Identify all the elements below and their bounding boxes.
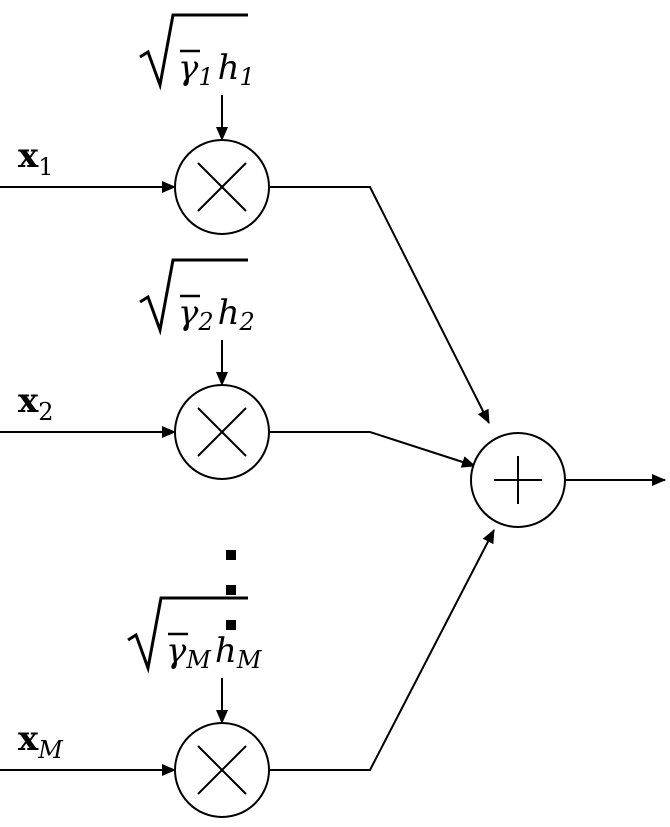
input-label-2: x2 — [18, 381, 54, 426]
multiply-icon — [197, 162, 247, 212]
sqrt-sign-3 — [127, 596, 248, 674]
multiply-icon — [197, 745, 247, 795]
ellipsis-dot — [226, 620, 236, 630]
branch-output-line-3 — [269, 529, 495, 771]
input-label-1: x1 — [18, 136, 54, 181]
multiplier-node-2 — [174, 384, 270, 480]
input-label-3: xM — [18, 719, 64, 764]
ellipsis-dot — [226, 550, 236, 560]
plus-icon — [494, 456, 542, 504]
branch-output-line-2 — [269, 431, 476, 468]
multiplier-node-1 — [174, 139, 270, 235]
ellipsis-dot — [226, 585, 236, 595]
multiply-icon — [197, 407, 247, 457]
sqrt-sign-2 — [139, 258, 248, 336]
summation-node — [470, 432, 566, 528]
multiplier-node-3 — [174, 722, 270, 818]
sqrt-sign-1 — [139, 13, 248, 91]
branch-output-line-1 — [269, 186, 490, 424]
